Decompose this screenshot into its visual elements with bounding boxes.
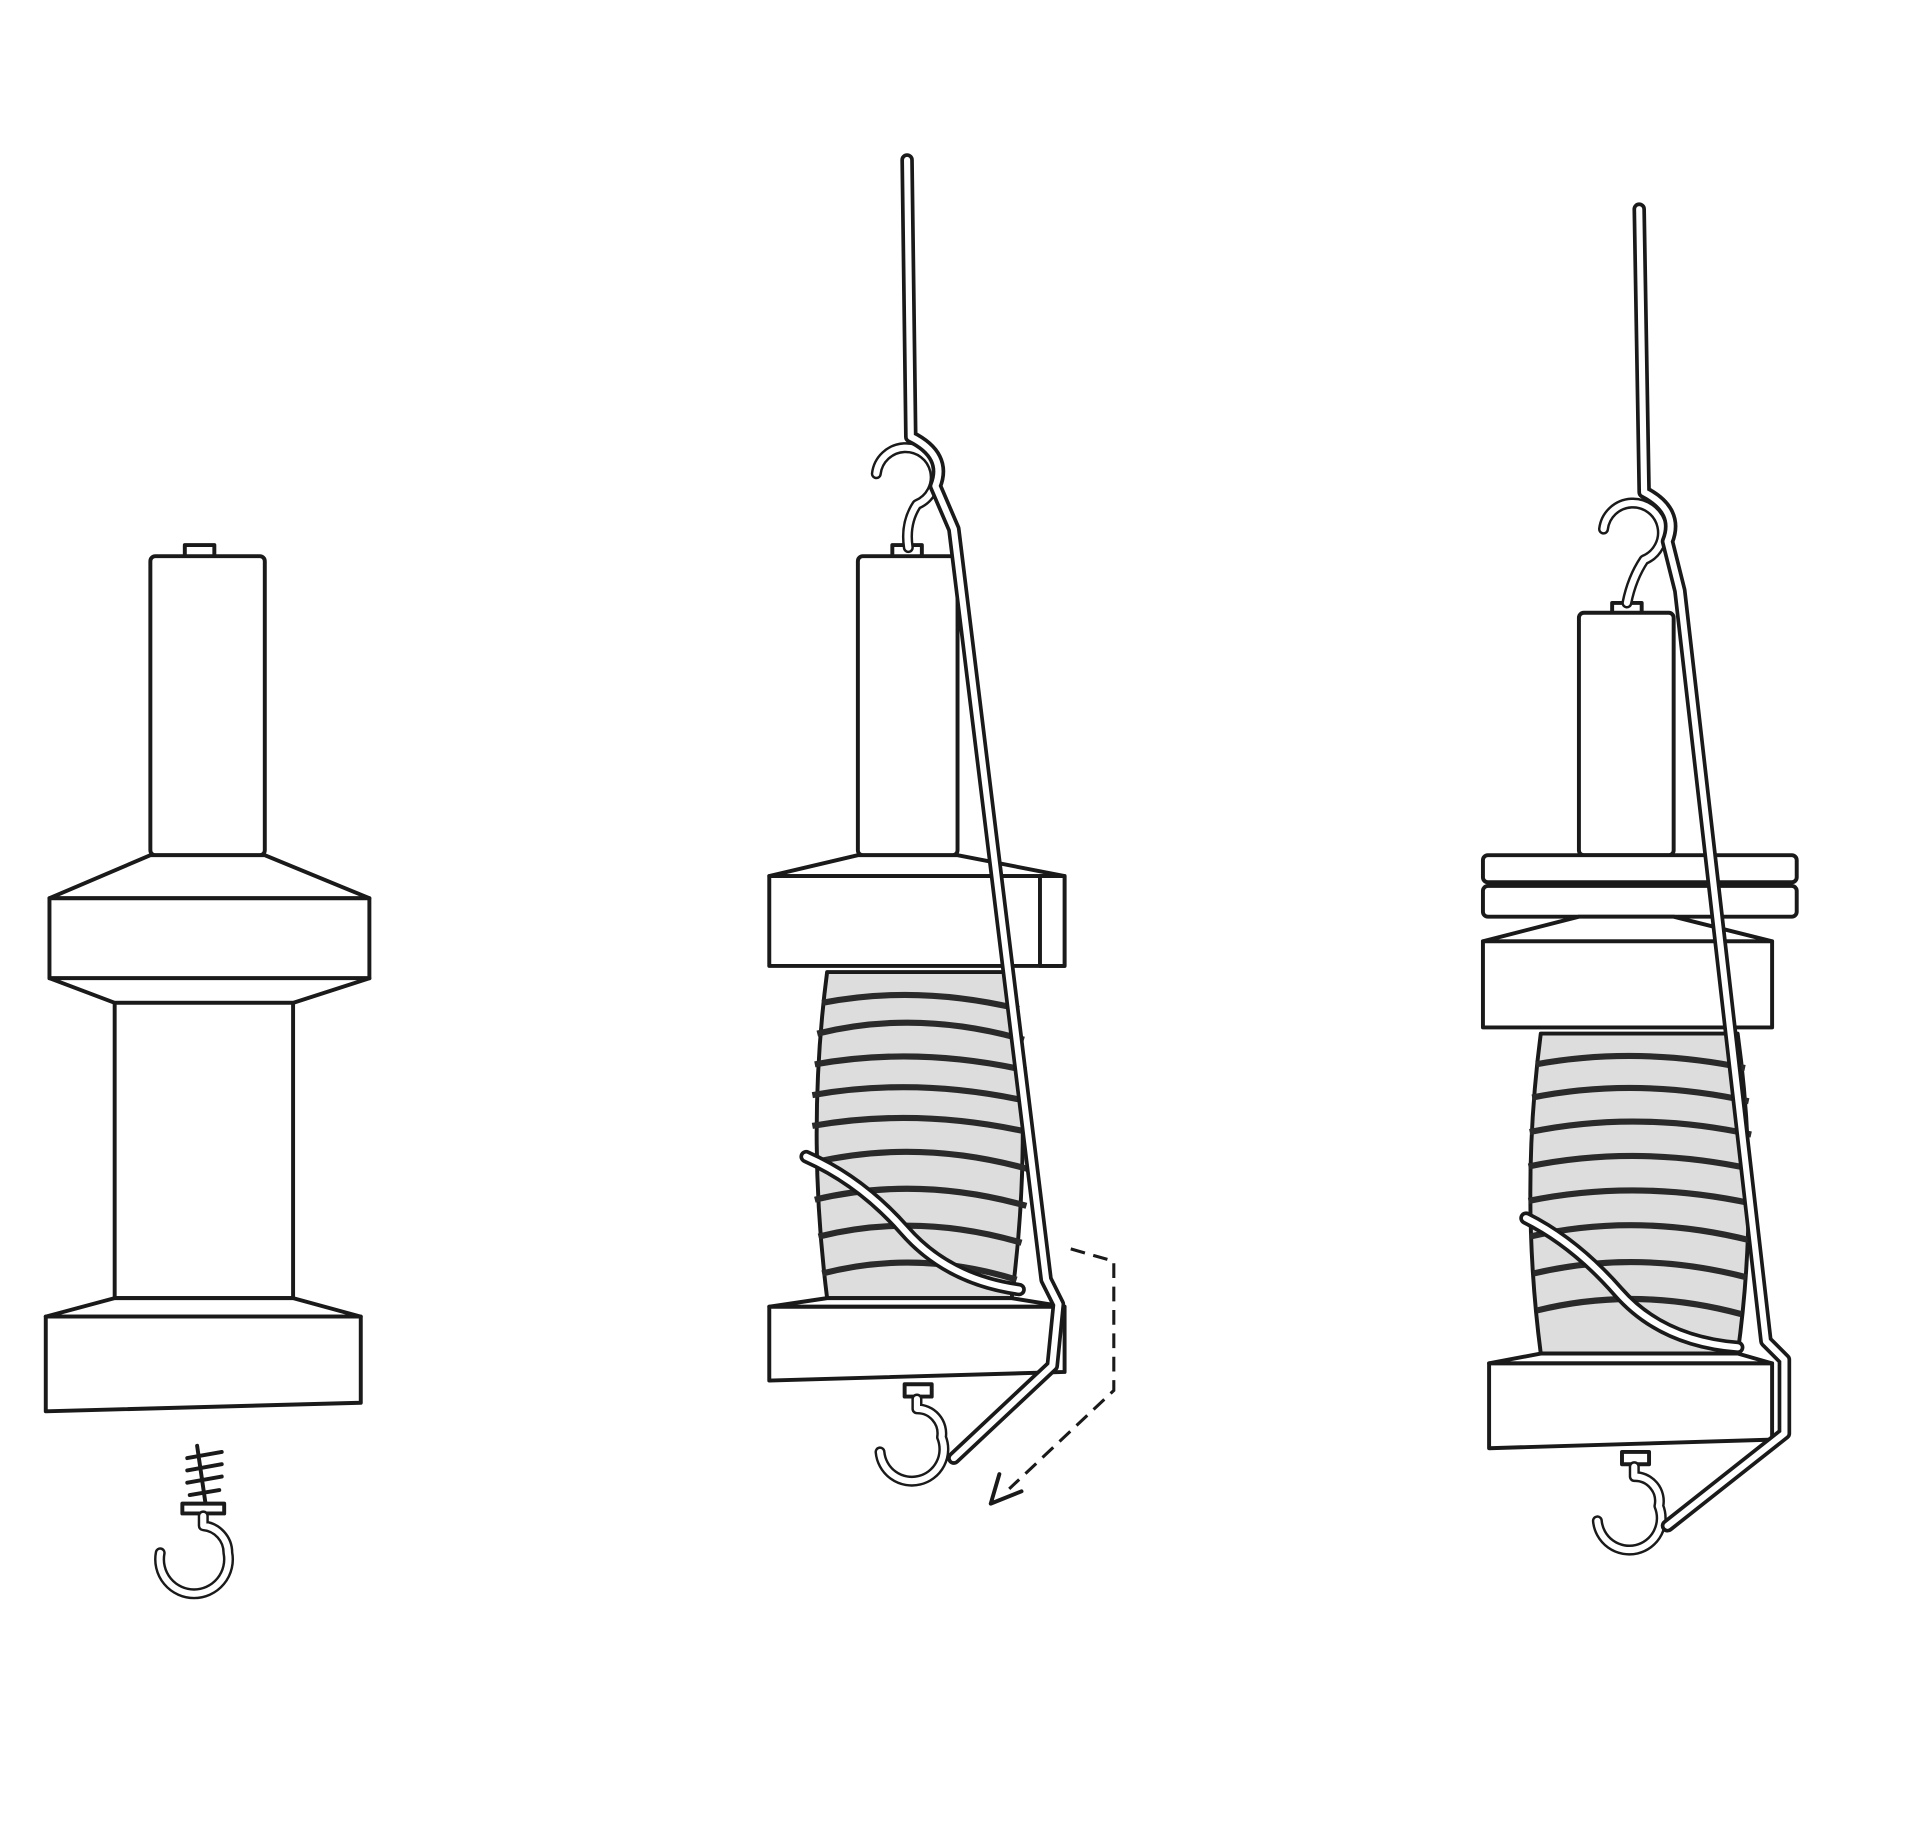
wound-spool-with-wire	[767, 153, 1116, 1506]
spool-barrel	[112, 1000, 296, 1301]
spool-upper-flange	[47, 853, 372, 901]
washer	[1480, 853, 1799, 885]
spool-lower-flange	[43, 1296, 363, 1319]
finished-spool-with-wire	[1480, 202, 1799, 1556]
empty-spool	[43, 444, 372, 1600]
arrow-icon	[988, 1472, 1024, 1506]
spool-top-cylinder	[148, 554, 267, 858]
screw-hook-icon	[154, 1443, 234, 1600]
